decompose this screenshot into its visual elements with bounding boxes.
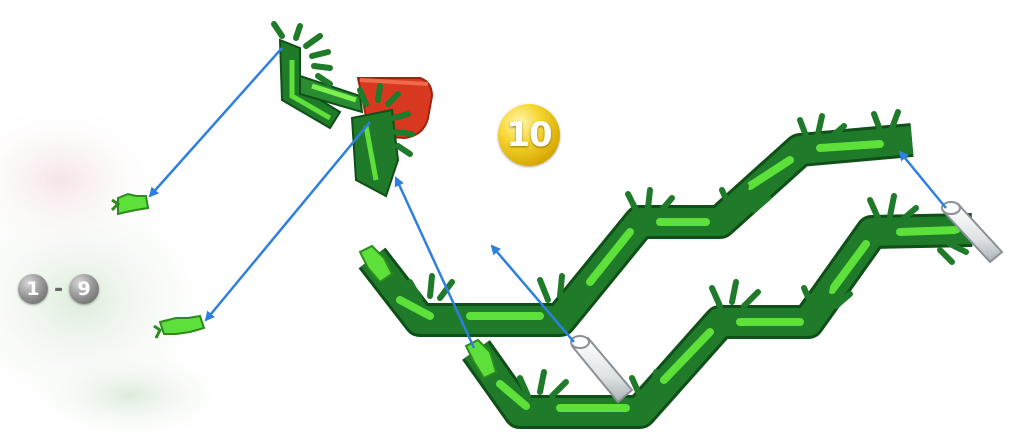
step-range-end-badge: 9 xyxy=(69,274,99,304)
step-number-text: 10 xyxy=(506,115,551,155)
step-range-dash: - xyxy=(54,277,63,302)
upper-rod-assembly xyxy=(274,24,432,196)
step-range-start-text: 1 xyxy=(26,278,39,300)
step-number-badge: 10 xyxy=(498,104,560,166)
arrow-upper-to-lower-connector xyxy=(206,122,370,320)
white-rod-icon xyxy=(571,336,632,402)
previous-steps-reference: 1 - 9 xyxy=(18,272,99,306)
step-range-end-text: 9 xyxy=(78,278,91,300)
arrow-upper-to-left-connector xyxy=(150,48,282,196)
faded-background-model xyxy=(0,100,240,434)
step-range-start-badge: 1 xyxy=(18,274,48,304)
arrow-white-rod-to-top xyxy=(900,152,946,208)
